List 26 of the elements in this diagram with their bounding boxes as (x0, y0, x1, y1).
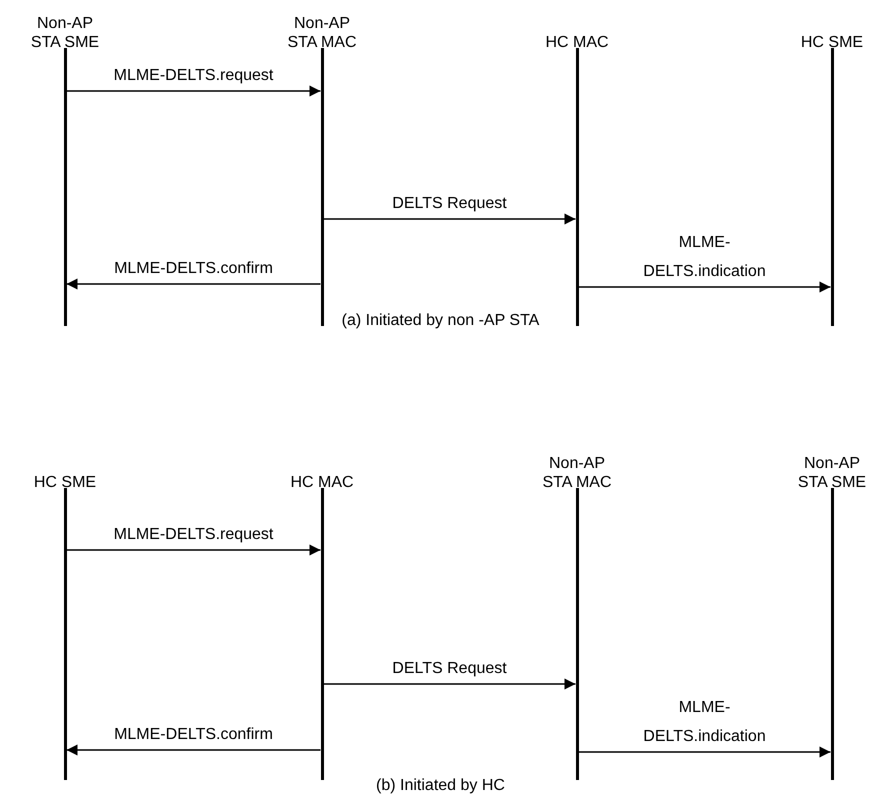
message-arrow (66, 544, 320, 556)
figure-caption: (b) Initiated by HC (375, 777, 506, 795)
lifeline-header: Non-AP STA SME (796, 454, 868, 492)
lifeline-header: HC MAC (544, 33, 610, 52)
edge-label: DELTS Request (391, 659, 508, 679)
edge-label: MLME-DELTS.indication (642, 233, 767, 282)
message-arrow (578, 746, 830, 758)
edge-label: MLME-DELTS.request (112, 66, 274, 86)
message-arrow (324, 214, 576, 224)
edge-label: MLME-DELTS.indication (642, 698, 767, 747)
edge-label: MLME-DELTS.confirm (113, 259, 274, 279)
edge-label: MLME-DELTS.confirm (113, 725, 274, 745)
lifeline-header: HC SME (32, 473, 98, 492)
edge-label: MLME-DELTS.request (112, 525, 274, 545)
message-arrow (66, 278, 320, 290)
edge-label: DELTS Request (391, 194, 508, 214)
lifeline-header: Non-AP STA SME (30, 14, 100, 52)
lifeline-header: HC MAC (289, 473, 355, 492)
lifeline-header: HC SME (800, 33, 864, 52)
message-arrow (66, 86, 320, 96)
message-arrow (324, 678, 576, 690)
message-arrow (578, 282, 830, 292)
figure-caption: (a) Initiated by non -AP STA (340, 312, 540, 330)
lifeline-header: Non-AP STA MAC (541, 454, 613, 492)
message-arrow (66, 744, 320, 756)
lifeline-header: Non-AP STA MAC (286, 14, 358, 52)
